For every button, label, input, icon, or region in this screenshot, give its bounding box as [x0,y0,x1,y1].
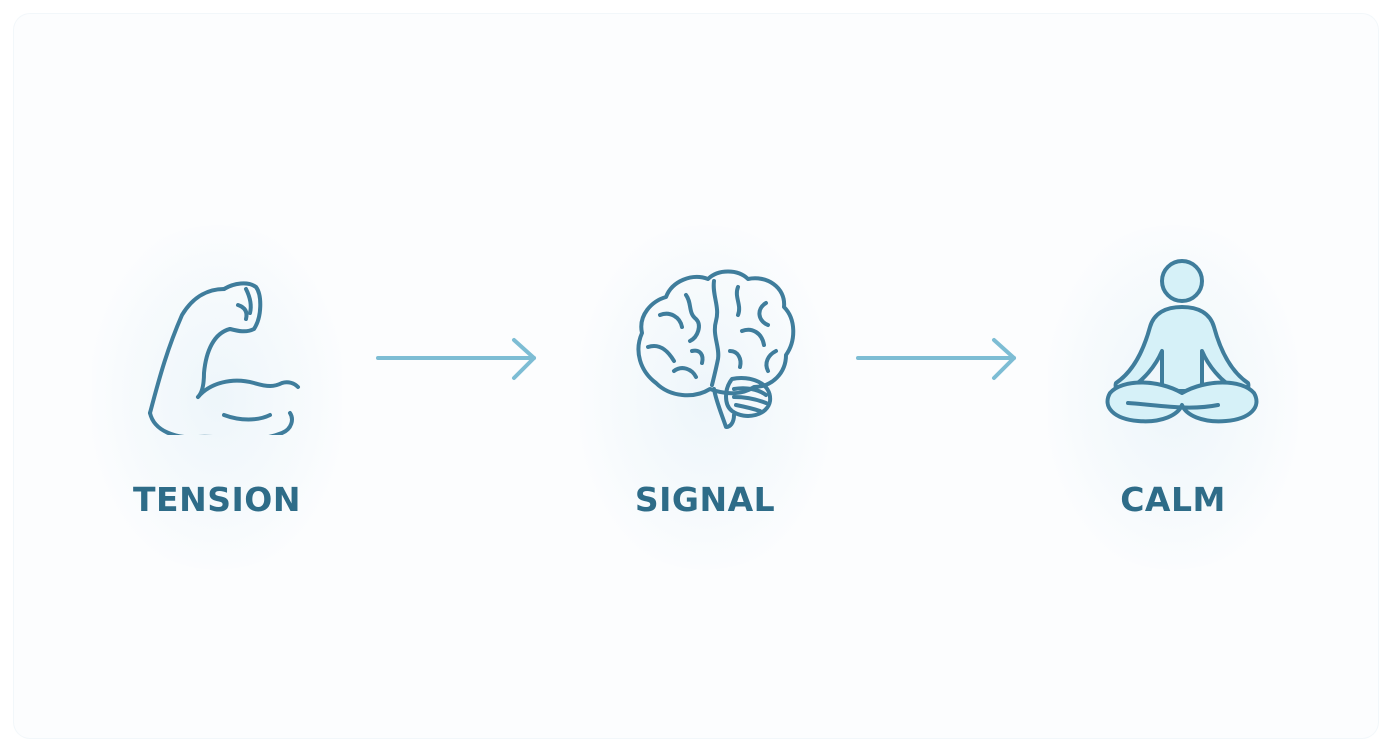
step-signal: SIGNAL [580,225,830,570]
arrow-right-icon [856,338,1016,380]
step-label: SIGNAL [634,480,776,519]
step-label: TENSION [133,480,301,519]
step-signal-background [580,225,830,570]
step-tension: TENSION [92,225,342,570]
step-label: CALM [1120,480,1226,519]
arrow-right-icon [376,338,536,380]
meditating-person-icon [1105,259,1259,424]
flexed-arm-icon [148,281,300,435]
step-tension-background [92,225,342,570]
step-calm: CALM [1048,225,1298,570]
brain-icon [636,269,796,429]
